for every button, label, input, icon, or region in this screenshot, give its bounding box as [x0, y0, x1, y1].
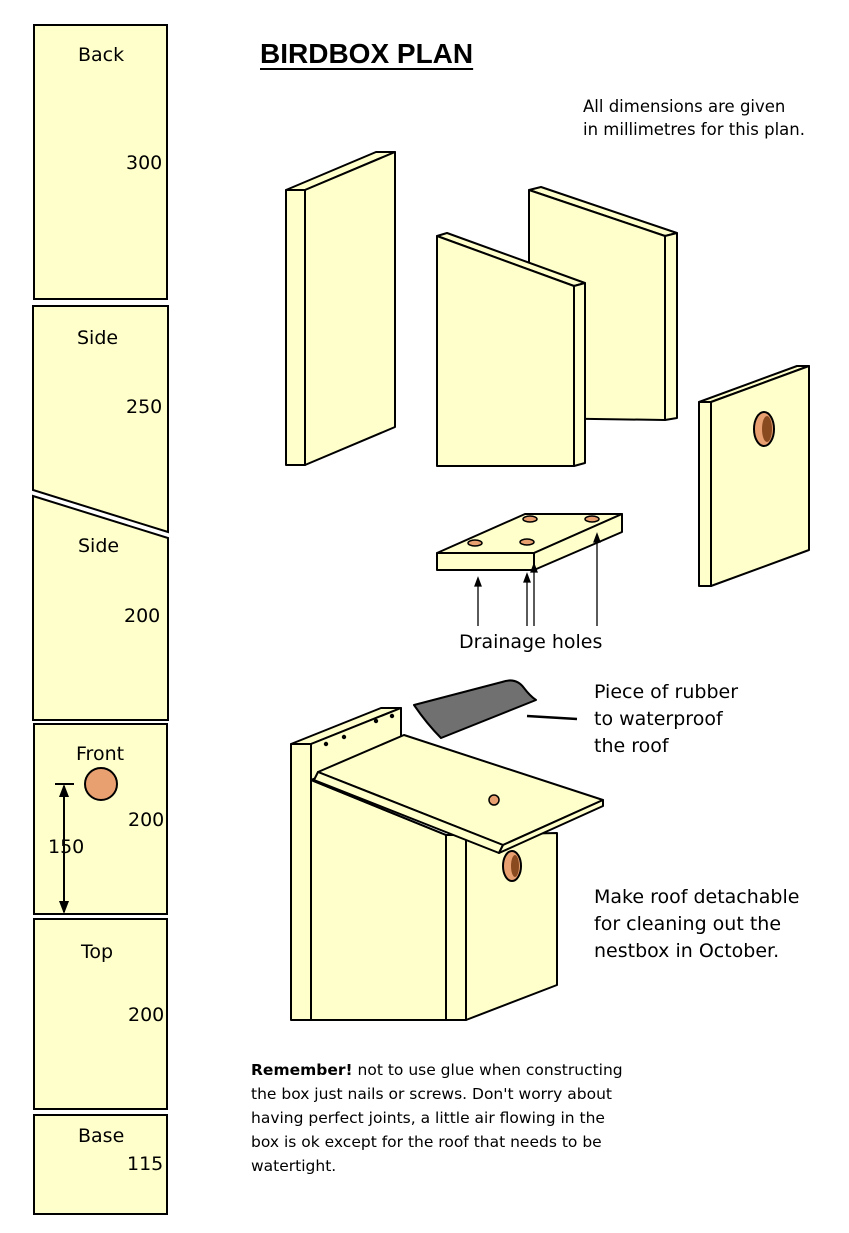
panel-front	[33, 723, 168, 915]
rubber-strip-icon	[413, 679, 537, 739]
panel-back-length: 300	[126, 152, 163, 174]
drainage-arrows	[474, 532, 601, 626]
panel-back-name: Back	[78, 44, 125, 66]
hole-height-label: 150	[48, 836, 85, 858]
exploded-front-panel	[698, 365, 810, 587]
panel-top-name: Top	[81, 941, 114, 963]
panel-side1-name: Side	[77, 327, 119, 349]
exploded-entrance-hole-icon	[753, 411, 775, 447]
panel-side2-name: Side	[78, 535, 120, 557]
exploded-back-board	[285, 151, 396, 466]
units-note: All dimensions are given in millimetres …	[583, 97, 805, 139]
panel-front-length: 200	[128, 809, 165, 831]
exploded-base	[436, 513, 623, 571]
remember-bold: Remember!	[251, 1061, 353, 1079]
panel-base-length: 115	[127, 1153, 164, 1175]
panel-side2-length: 200	[124, 605, 161, 627]
drainage-holes-label: Drainage holes	[459, 631, 603, 653]
remember-note: Remember! not to use glue when construct…	[251, 1061, 623, 1175]
drainage-holes-icon	[467, 515, 600, 547]
page-title: BIRDBOX PLAN	[260, 38, 474, 69]
roof-note: Make roof detachable for cleaning out th…	[594, 886, 800, 962]
panel-back	[33, 24, 168, 300]
panel-front-name: Front	[76, 743, 125, 765]
panel-top-length: 200	[128, 1004, 165, 1026]
exploded-front-side	[436, 232, 586, 467]
panel-base	[33, 1114, 168, 1215]
panel-base-name: Base	[78, 1125, 125, 1147]
rubber-note: Piece of rubber to waterproof the roof	[594, 681, 739, 757]
rubber-pointer	[526, 714, 578, 721]
panel-side1-length: 250	[126, 396, 163, 418]
panel-top	[33, 918, 168, 1110]
